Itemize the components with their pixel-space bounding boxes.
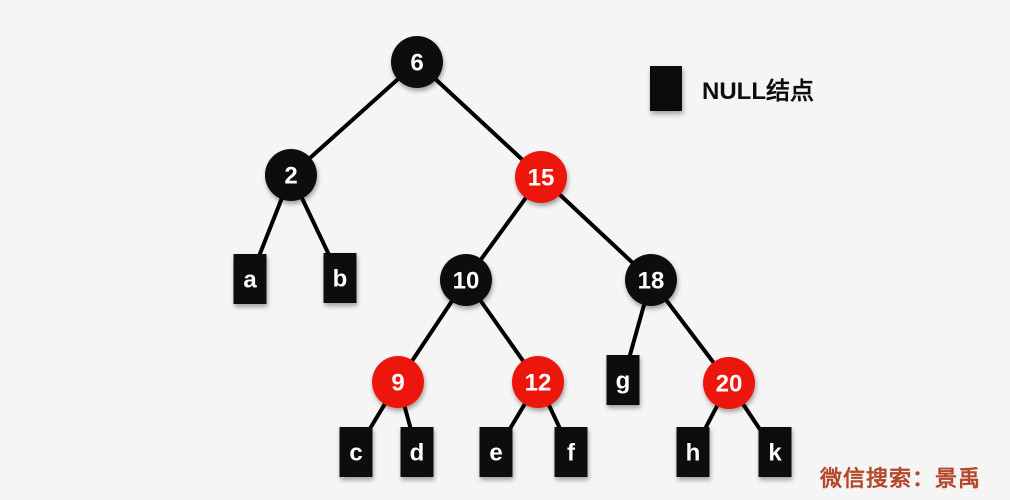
node-label: 9	[391, 370, 404, 397]
node-label: 2	[284, 163, 297, 190]
null-node-rect	[339, 427, 373, 477]
node-circle	[625, 254, 677, 306]
node-circle	[372, 356, 424, 408]
tree-node-6: 6	[391, 36, 443, 88]
node-label: 6	[410, 50, 423, 77]
node-label: f	[567, 440, 576, 467]
legend-label: NULL结点	[702, 78, 814, 105]
node-label: h	[686, 440, 701, 467]
tree-node-18: 18	[625, 254, 677, 306]
node-label: e	[489, 440, 502, 467]
tree-node-12: 12	[512, 356, 564, 408]
tree-node-15: 15	[515, 151, 567, 203]
node-label: 15	[528, 165, 555, 192]
tree-node-2: 2	[265, 149, 317, 201]
node-label: 20	[716, 371, 743, 398]
null-node-rect	[606, 355, 640, 405]
tree-edge-6-2	[289, 60, 419, 177]
null-node-c: c	[339, 427, 373, 477]
null-node-rect	[400, 427, 434, 477]
node-label: 10	[453, 268, 480, 295]
null-node-rect	[758, 427, 792, 477]
null-node-a: a	[233, 254, 267, 304]
legend: NULL结点	[650, 66, 814, 111]
node-label: 18	[638, 268, 665, 295]
node-circle	[440, 254, 492, 306]
node-label: b	[333, 266, 348, 293]
node-label: k	[768, 440, 782, 467]
null-node-b: b	[323, 253, 357, 303]
tree-node-20: 20	[703, 357, 755, 409]
tree-nodes-layer: 6 2 15 a b 10 18 9 12 g 20 c d e f h k	[233, 36, 792, 477]
node-circle	[703, 357, 755, 409]
tree-node-9: 9	[372, 356, 424, 408]
node-label: c	[349, 440, 362, 467]
node-label: 12	[525, 370, 552, 397]
tree-node-10: 10	[440, 254, 492, 306]
node-circle	[512, 356, 564, 408]
null-node-f: f	[554, 427, 588, 477]
null-node-g: g	[606, 355, 640, 405]
node-label: d	[410, 440, 425, 467]
null-node-rect	[233, 254, 267, 304]
null-node-rect	[323, 253, 357, 303]
null-node-d: d	[400, 427, 434, 477]
null-node-rect	[676, 427, 710, 477]
null-node-rect	[479, 427, 513, 477]
tree-edge-6-15	[415, 60, 543, 179]
watermark-text: 微信搜索：景禹	[820, 466, 982, 491]
null-node-h: h	[676, 427, 710, 477]
null-node-k: k	[758, 427, 792, 477]
node-circle	[515, 151, 567, 203]
null-node-rect	[554, 427, 588, 477]
null-node-swatch-icon	[650, 66, 682, 111]
node-label: a	[243, 267, 257, 294]
node-label: g	[616, 368, 631, 395]
null-node-e: e	[479, 427, 513, 477]
node-circle	[265, 149, 317, 201]
node-circle	[391, 36, 443, 88]
